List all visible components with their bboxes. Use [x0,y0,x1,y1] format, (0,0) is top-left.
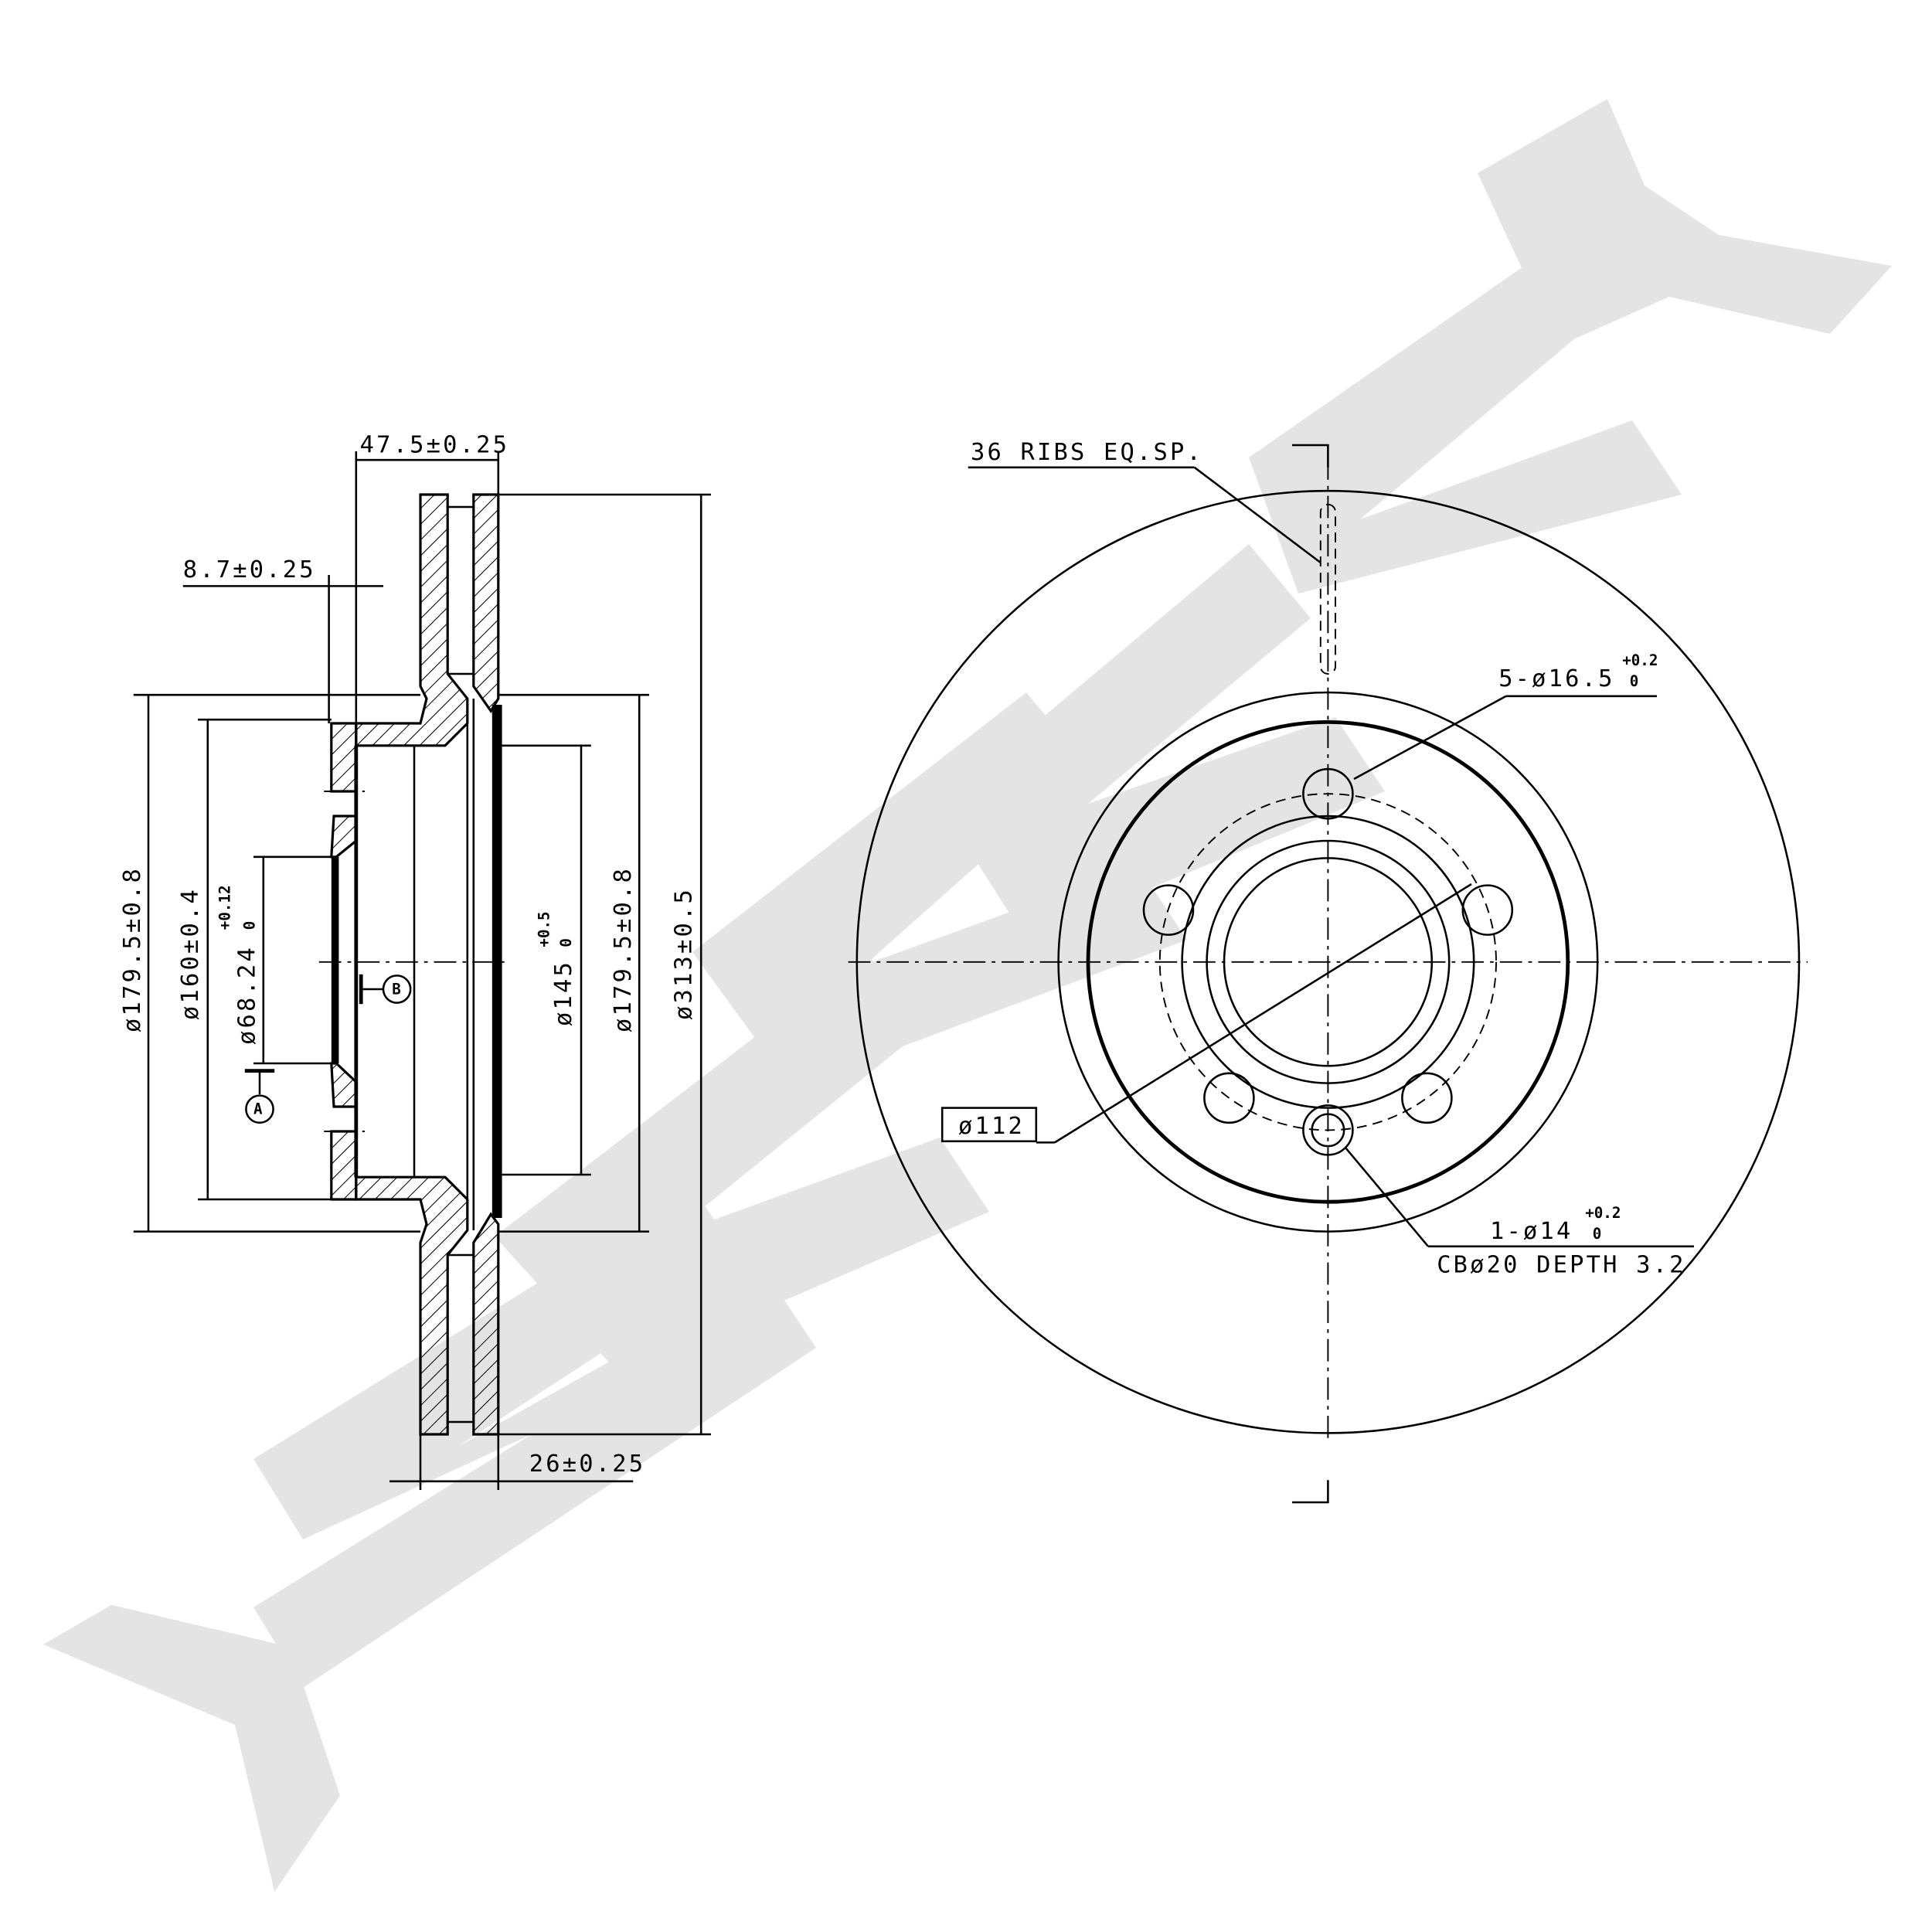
dim-left-179: ø179.5±0.8 [119,866,146,1032]
watermark-logo [43,99,1892,1892]
locating-hole-tol-lower: 0 [1593,1225,1602,1243]
counterbore-label: CBø20 DEPTH 3.2 [1437,1251,1685,1278]
bolt-holes-tol-upper: +0.2 [1622,651,1658,669]
dim-total-width: 47.5±0.25 [360,432,509,459]
dim-68-tol-lower: 0 [241,921,259,930]
dim-313: ø313±0.5 [670,887,697,1020]
dim-68-tol-upper: +0.12 [216,885,234,930]
pcd-label: ø112 [958,1113,1025,1140]
dim-145-tol-upper: +0.5 [535,911,553,947]
dim-145-tol-lower: 0 [557,938,575,947]
datum-a-label: A [253,1100,263,1118]
dim-68: ø68.24 [234,945,261,1045]
front-view [848,444,1808,1504]
side-section-view [318,493,507,1436]
dim-disc-thickness: 26±0.25 [529,1451,645,1478]
bolt-holes-tol-lower: 0 [1630,672,1639,690]
locating-hole-label: 1-ø14 [1490,1218,1573,1245]
bolt-holes [1142,767,1514,1124]
ribs-note: 36 RIBS EQ.SP. [971,439,1203,466]
dim-145: ø145 [550,960,577,1026]
bolt-holes-label: 5-ø16.5 [1498,665,1614,692]
side-dimensions [133,451,711,1490]
locating-hole-tol-upper: +0.2 [1585,1204,1621,1222]
dim-160: ø160±0.4 [177,887,204,1020]
locating-hole [1302,1104,1354,1156]
dim-hat-thickness: 8.7±0.25 [183,556,316,583]
datum-b-label: B [392,980,401,998]
dim-right-179: ø179.5±0.8 [610,866,637,1032]
